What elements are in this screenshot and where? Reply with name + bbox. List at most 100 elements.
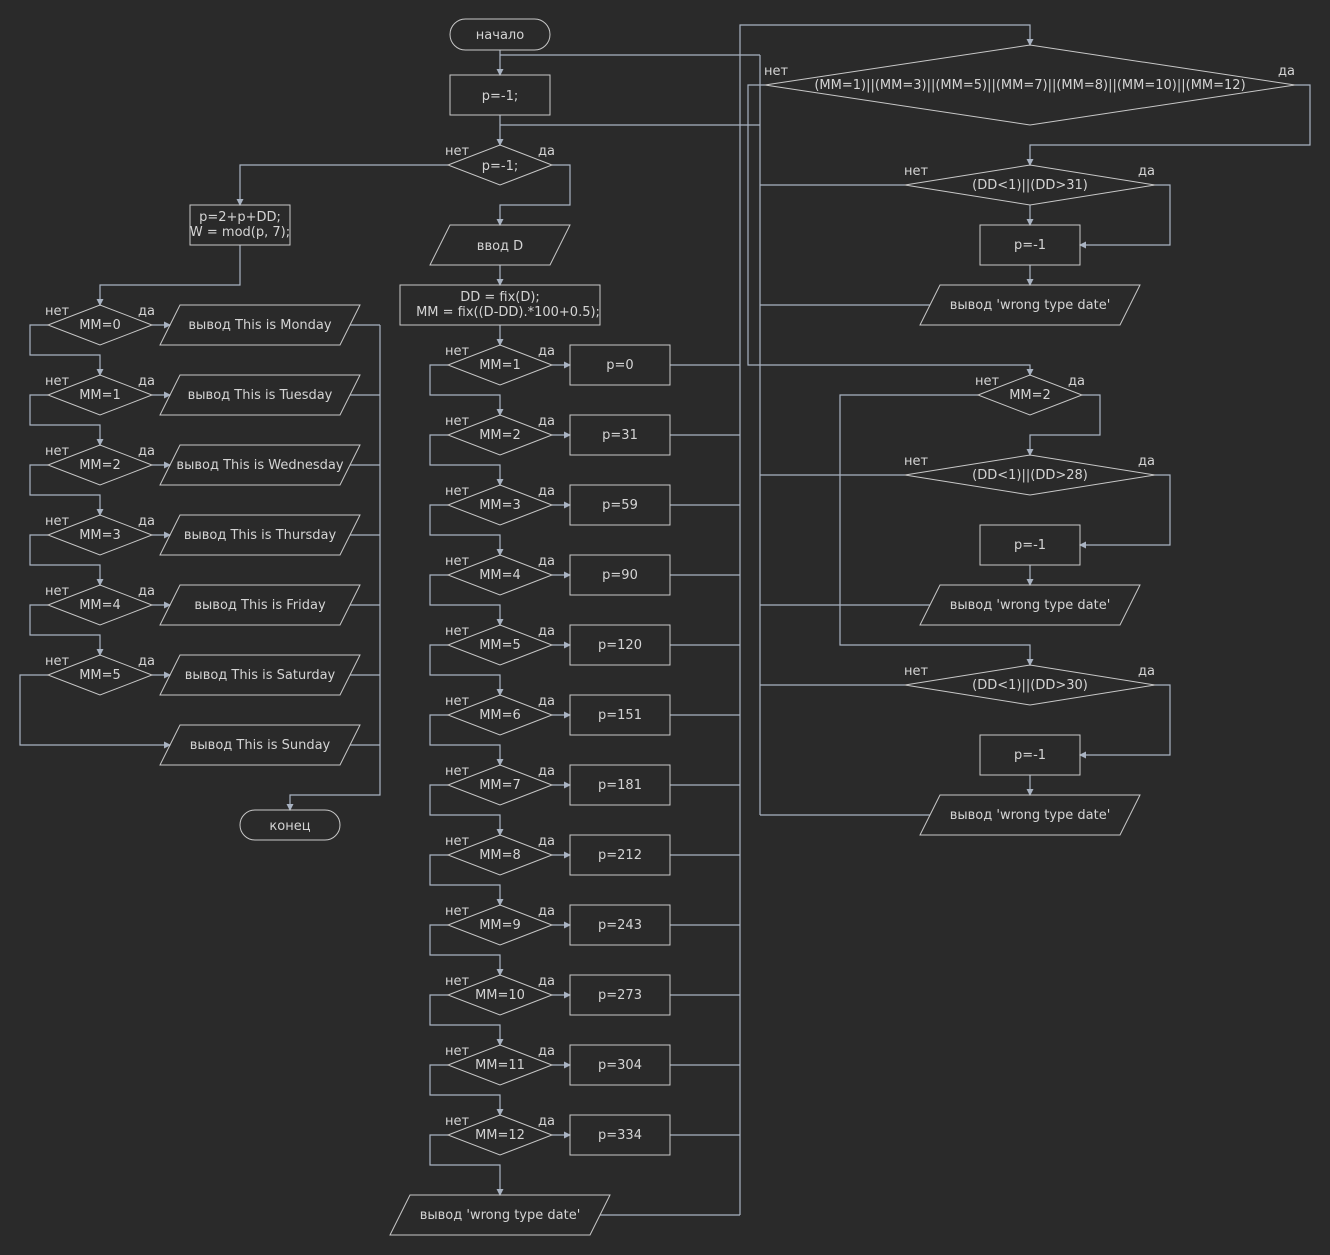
connector	[29, 394, 104, 446]
wrong-label: вывод 'wrong type date'	[950, 808, 1111, 823]
month-action-label: p=212	[598, 848, 642, 863]
wrong-label: вывод 'wrong type date'	[950, 298, 1111, 313]
no-label: нет	[45, 514, 69, 529]
connector	[236, 164, 448, 206]
month-block: MM=9 нет да p=243	[445, 904, 671, 946]
no-label: нет	[45, 374, 69, 389]
no-label: нет	[445, 974, 469, 989]
main-wrong-label: вывод 'wrong type date'	[420, 1208, 581, 1223]
no-label: нет	[445, 484, 469, 499]
yes-label: да	[1138, 164, 1155, 179]
sunday-output: вывод This is Sunday	[159, 724, 361, 766]
set-p-label: p=-1	[1014, 748, 1046, 763]
no-label: нет	[445, 1044, 469, 1059]
month-action-label: p=59	[602, 498, 638, 513]
feb-label: MM=2	[1009, 388, 1051, 403]
connector-lines	[19, 24, 1311, 1216]
main-wrong-output: вывод 'wrong type date'	[389, 1194, 611, 1236]
no-label: нет	[45, 584, 69, 599]
connector	[1079, 184, 1171, 249]
connector	[29, 534, 104, 586]
no-label: нет	[445, 904, 469, 919]
connector	[429, 504, 504, 556]
month-cond-label: MM=11	[475, 1058, 525, 1073]
yes-label: да	[538, 834, 555, 849]
month-action-label: p=273	[598, 988, 642, 1003]
check31-decision: (DD<1)||(DD>31) нет да	[904, 164, 1156, 206]
no-label: нет	[45, 444, 69, 459]
connector	[429, 644, 504, 696]
month-cond-label: MM=3	[479, 498, 521, 513]
wrong-output-30: вывод 'wrong type date'	[919, 794, 1141, 836]
sunday-label: вывод This is Sunday	[190, 738, 331, 753]
day-cond-label: MM=0	[79, 318, 121, 333]
yes-label: да	[538, 764, 555, 779]
start-terminal: начало	[449, 18, 551, 51]
connector	[429, 1064, 504, 1116]
yes-label: да	[538, 694, 555, 709]
yes-label: да	[538, 624, 555, 639]
long-months-decision: (MM=1)||(MM=3)||(MM=5)||(MM=7)||(MM=8)||…	[764, 44, 1296, 126]
day-cond-label: MM=2	[79, 458, 121, 473]
set-p-30: p=-1	[979, 734, 1081, 776]
month-cond-label: MM=1	[479, 358, 521, 373]
month-action-label: p=243	[598, 918, 642, 933]
connector	[96, 245, 241, 306]
month-action-label: p=151	[598, 708, 642, 723]
set-p-28: p=-1	[979, 524, 1081, 566]
connector	[29, 324, 104, 376]
month-cond-label: MM=7	[479, 778, 521, 793]
day-output-label: вывод This is Tuesday	[188, 388, 333, 403]
set-p-label: p=-1	[1014, 538, 1046, 553]
no-label: нет	[975, 374, 999, 389]
day-output-label: вывод This is Monday	[188, 318, 332, 333]
month-cond-label: MM=5	[479, 638, 521, 653]
connector	[429, 784, 504, 836]
weekday-line2: W = mod(p, 7);	[190, 225, 290, 240]
month-cond-label: MM=4	[479, 568, 521, 583]
month-cond-label: MM=9	[479, 918, 521, 933]
flowchart-shapes: начало p=-1; p=-1; нет да ввод D DD = fi…	[45, 18, 1296, 1236]
month-action-label: p=120	[598, 638, 642, 653]
no-label: нет	[904, 664, 928, 679]
yes-label: да	[538, 1114, 555, 1129]
day-cond-label: MM=1	[79, 388, 121, 403]
no-label: нет	[764, 64, 788, 79]
yes-label: да	[538, 904, 555, 919]
day-output-label: вывод This is Wednesday	[176, 458, 343, 473]
connector	[29, 464, 104, 516]
yes-label: да	[538, 484, 555, 499]
day-cond-label: MM=5	[79, 668, 121, 683]
month-cond-label: MM=10	[475, 988, 525, 1003]
no-label: нет	[904, 454, 928, 469]
wrong-label: вывод 'wrong type date'	[950, 598, 1111, 613]
weekday-compute: p=2+p+DD; W = mod(p, 7);	[189, 204, 291, 246]
weekday-line1: p=2+p+DD;	[199, 210, 281, 225]
month-cond-label: MM=2	[479, 428, 521, 443]
no-label: нет	[445, 694, 469, 709]
yes-label: да	[138, 444, 155, 459]
no-label: нет	[445, 834, 469, 849]
day-output-label: вывод This is Friday	[194, 598, 326, 613]
month-block: MM=3 нет да p=59	[445, 484, 671, 526]
connector	[1079, 474, 1171, 549]
no-label: нет	[45, 304, 69, 319]
connector	[286, 325, 381, 811]
input-d: ввод D	[429, 224, 571, 266]
check-p-label: p=-1;	[482, 159, 519, 174]
yes-label: да	[1068, 374, 1085, 389]
month-action-label: p=304	[598, 1058, 642, 1073]
wrong-output-28: вывод 'wrong type date'	[919, 584, 1141, 626]
